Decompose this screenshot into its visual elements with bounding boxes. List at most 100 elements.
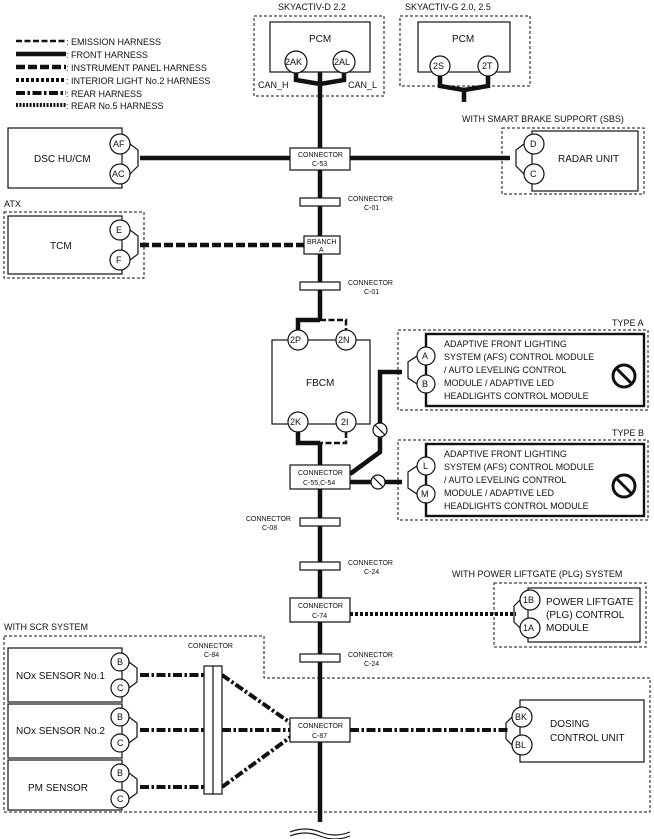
connector-c74 — [289, 597, 351, 623]
connector-c24-a-label: CONNECTOR — [348, 560, 393, 567]
nox1-pin-b-label: B — [117, 657, 123, 667]
plg-box — [527, 587, 641, 643]
tcm-pin-bracket — [129, 229, 139, 261]
dosing-pin-bl-label: BL — [515, 740, 526, 750]
afs-a-line2: SYSTEM (AFS) CONTROL MODULE — [444, 352, 594, 362]
pcm-g-pin-2s — [429, 55, 451, 77]
branch-a-code: A — [319, 247, 324, 254]
wire-from-2i — [320, 432, 348, 445]
plg-label: WITH POWER LIFTGATE (PLG) SYSTEM — [452, 569, 622, 579]
connector-c74-label: CONNECTOR — [298, 603, 343, 610]
nox2-pin-b-label: B — [117, 712, 123, 722]
atx-outline — [3, 211, 145, 279]
pcm-d-pin-2al-label: 2AL — [334, 57, 350, 67]
connector-c87 — [289, 717, 351, 743]
legend-label-front: : FRONT HARNESS — [66, 50, 148, 60]
nox2-label: NOx SENSOR No.2 — [16, 726, 105, 737]
dsc-pin-ac-label: AC — [112, 169, 125, 179]
connector-c53-label: CONNECTOR — [298, 152, 343, 159]
dsc-box — [7, 127, 123, 189]
type-b-label: TYPE B — [612, 428, 644, 438]
pcm-d-pin-2ak — [284, 50, 308, 74]
fbcm-module: FBCM 2P 2N 2K 2I — [271, 329, 371, 433]
tcm-pin-f-label: F — [116, 255, 122, 265]
skyactiv-d-label: SKYACTIV-D 2.2 — [278, 2, 346, 12]
connector-c24-b-label: CONNECTOR — [348, 652, 393, 659]
branch-a-label: BRANCH — [307, 239, 337, 246]
afs-type-b-group: TYPE B ADAPTIVE FRONT LIGHTING SYSTEM (A… — [397, 428, 649, 521]
connector-c08 — [299, 517, 341, 527]
wire-c84-c87-1 — [220, 673, 294, 726]
connector-c01-b-code: C-01 — [364, 289, 379, 296]
pm-box — [7, 759, 123, 811]
pcm-skyactiv-g-group: SKYACTIV-G 2.0, 2.5 PCM 2S 2T — [399, 2, 531, 87]
tcm-label: TCM — [50, 241, 72, 252]
fbcm-pin-2i — [335, 411, 357, 433]
dsc-module: DSC HU/CM AF AC — [7, 127, 139, 189]
afs-a-pin-b-label: B — [422, 379, 428, 389]
legend-label-rear5: : REAR No.5 HARNESS — [66, 101, 164, 111]
skyactiv-g-label: SKYACTIV-G 2.0, 2.5 — [405, 2, 491, 12]
pm-pin-bracket — [128, 772, 138, 800]
afs-b-pin-m-label: M — [421, 489, 429, 499]
fbcm-box — [271, 339, 371, 425]
pcm-d-pin-2ak-label: 2AK — [285, 57, 302, 67]
plg-line2: (PLG) CONTROL — [546, 610, 625, 621]
connector-c01-a-label: CONNECTOR — [348, 196, 393, 203]
afs-b-line2: SYSTEM (AFS) CONTROL MODULE — [444, 462, 594, 472]
nox2-box — [7, 703, 123, 759]
wire-to-2n — [320, 318, 348, 330]
pm-pin-b-label: B — [117, 768, 123, 778]
radar-group: WITH SMART BRAKE SUPPORT (SBS) RADAR UNI… — [462, 114, 645, 195]
radar-pin-bracket — [515, 143, 525, 175]
tcm-box — [7, 215, 123, 275]
wire-2t — [463, 75, 491, 93]
plg-pin-bracket — [513, 599, 521, 629]
connector-c08-label: CONNECTOR — [246, 516, 291, 523]
connector-c01-a-code: C-01 — [364, 205, 379, 212]
afs-b-pin-bracket — [407, 465, 418, 495]
scr-label: WITH SCR SYSTEM — [4, 622, 88, 632]
dosing-box — [519, 699, 645, 763]
fbcm-pin-2k — [287, 411, 309, 433]
prohibition-icon — [611, 473, 637, 499]
plg-line1: POWER LIFTGATE — [546, 597, 634, 608]
fbcm-pin-2p — [287, 329, 309, 351]
connector-c24-a — [299, 561, 341, 571]
afs-b-pin-l-label: L — [423, 461, 428, 471]
plg-pin-1b-label: 1B — [523, 595, 534, 605]
pcm-d-label: PCM — [309, 34, 331, 45]
wire-break-mark-2 — [289, 832, 351, 839]
legend-label-il2: : INTERIOR LIGHT No.2 HARNESS — [66, 76, 210, 86]
pcm-skyactiv-d-group: SKYACTIV-D 2.2 PCM 2AK 2AL CAN_H CAN_L — [253, 2, 385, 97]
nox1-pin-c-label: C — [117, 683, 124, 693]
nox2-pin-bracket — [128, 716, 138, 744]
prohibition-icon — [370, 474, 386, 490]
connector-c55-c54 — [289, 464, 351, 490]
legend-label-ip: : INSTRUMENT PANEL HARNESS — [66, 63, 207, 73]
pcm-g-pin-2s-label: 2S — [433, 61, 444, 71]
afs-b-box — [424, 442, 646, 518]
afs-a-line3: / AUTO LEVELING CONTROL — [444, 365, 566, 375]
connector-c01-b — [299, 281, 341, 291]
fbcm-pin-2p-label: 2P — [290, 335, 301, 345]
wire-c84-c87-3 — [220, 734, 294, 789]
legend: : EMISSION HARNESS : FRONT HARNESS : INS… — [16, 37, 210, 111]
afs-a-pin-bracket — [407, 355, 418, 385]
nox1-pin-bracket — [128, 661, 138, 689]
wire-prohibition-marks — [370, 422, 388, 490]
pcm-g-label: PCM — [452, 34, 474, 45]
tcm-group: ATX TCM E F — [3, 199, 145, 279]
afs-a-pin-a-label: A — [422, 351, 428, 361]
dosing-pin-bk-label: BK — [515, 712, 527, 722]
type-a-label: TYPE A — [612, 318, 644, 328]
wire-2s — [437, 75, 465, 93]
plg-line3: MODULE — [546, 623, 589, 634]
atx-label: ATX — [4, 199, 21, 209]
type-b-outline — [397, 439, 649, 521]
afs-b-line3: / AUTO LEVELING CONTROL — [444, 475, 566, 485]
connector-c87-code: C-87 — [312, 733, 327, 740]
branch-a — [303, 235, 341, 255]
nox2-pin-c-label: C — [117, 738, 124, 748]
plg-pin-1a-label: 1A — [523, 623, 534, 633]
